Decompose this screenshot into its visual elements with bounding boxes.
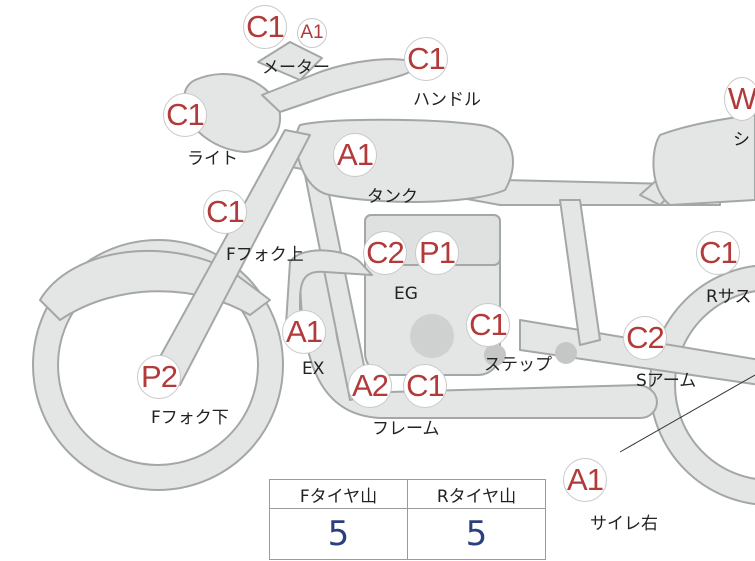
label-seat: シ: [733, 130, 750, 150]
label-step: ステップ: [484, 355, 552, 375]
footpeg-right: [555, 342, 577, 364]
grade-badge-tank: A1: [333, 133, 377, 177]
leader-line: [619, 374, 755, 453]
label-tank: タンク: [367, 187, 418, 207]
grade-badge-rsus: C1: [696, 231, 740, 275]
grade-badge-step: C1: [466, 303, 510, 347]
value-rear-tyre: 5: [407, 508, 546, 560]
label-muffler-right: サイレ右: [590, 514, 658, 534]
grade-badge-meter-1: C1: [243, 5, 287, 49]
exhaust-pipe: [284, 249, 373, 341]
tyre-table-header-row: Fタイヤ山 Rタイヤ山: [269, 479, 546, 509]
grade-badge-engine-2: P1: [415, 231, 459, 275]
grade-badge-ffork-upper: C1: [203, 190, 247, 234]
label-meter: メーター: [262, 58, 330, 78]
grade-badge-frame-2: C1: [403, 364, 447, 408]
grade-badge-seat: W: [724, 77, 755, 121]
label-swingarm: Sアーム: [636, 371, 697, 391]
header-front-tyre: Fタイヤ山: [269, 479, 408, 509]
label-ffork-upper: Fフォク上: [226, 245, 304, 265]
label-rsus: Rサス: [706, 287, 752, 307]
grade-badge-exhaust: A1: [282, 310, 326, 354]
front-fork: [149, 129, 311, 386]
grade-badge-swingarm: C2: [623, 316, 667, 360]
header-rear-tyre: Rタイヤ山: [407, 479, 546, 509]
tyre-tread-table: Fタイヤ山 Rタイヤ山 5 5: [269, 479, 546, 560]
frame-rear-rail: [559, 199, 601, 346]
grade-badge-engine-1: C2: [363, 231, 407, 275]
meter-body: [257, 41, 323, 81]
grade-badge-light: C1: [163, 93, 207, 137]
label-engine: EG: [394, 284, 418, 304]
label-handle: ハンドル: [413, 90, 481, 110]
grade-badge-frame-1: A2: [348, 364, 392, 408]
grade-badge-ffork-lower: P2: [137, 355, 181, 399]
label-ffork-lower: Fフォク下: [151, 408, 229, 428]
label-frame: フレーム: [372, 419, 440, 439]
rear-wheel: [649, 264, 755, 506]
grade-badge-handle: C1: [404, 37, 448, 81]
seat-shape: [652, 114, 755, 206]
footpeg-left: [484, 344, 506, 366]
grade-badge-muffler-right: A1: [563, 458, 607, 502]
label-light: ライト: [187, 149, 238, 169]
tyre-table-value-row: 5 5: [269, 508, 546, 560]
label-exhaust: EX: [302, 359, 325, 379]
value-front-tyre: 5: [269, 508, 408, 560]
engine-cover: [410, 314, 454, 358]
grade-badge-meter-2: A1: [297, 18, 327, 48]
